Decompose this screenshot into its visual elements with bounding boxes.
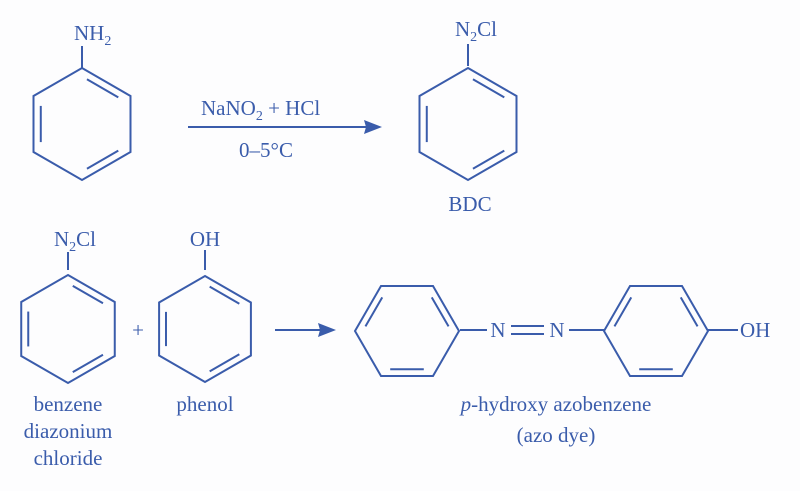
- aniline-ring: [32, 66, 132, 182]
- azo-product-sublabel: (azo dye): [517, 423, 596, 447]
- phenol-label: phenol: [176, 392, 233, 416]
- plus-sign: +: [132, 318, 144, 342]
- ring-double-bond: [613, 296, 633, 327]
- condition-label: 0–5°C: [239, 138, 293, 162]
- ring-double-bond: [472, 149, 505, 170]
- reactant1-label-line3: chloride: [34, 446, 103, 470]
- azo-left-ring: [353, 284, 461, 378]
- reagent-label: NaNO2 + HCl: [201, 96, 320, 124]
- bdc-label: BDC: [448, 192, 491, 216]
- reactant1-label-line1: benzene: [34, 392, 103, 416]
- ring-double-bond: [679, 296, 699, 327]
- arrowhead-icon: [364, 120, 382, 134]
- ring-double-bond: [430, 296, 450, 327]
- bdc-ring: [418, 66, 518, 182]
- azo-n2: N: [549, 318, 564, 342]
- azo-oh: OH: [740, 318, 770, 342]
- azo-n1: N: [490, 318, 505, 342]
- arrowhead-icon: [318, 323, 336, 337]
- ring-double-bond: [86, 149, 119, 170]
- ring-double-bond: [364, 296, 384, 327]
- ring-double-bond: [209, 353, 240, 373]
- ring-double-bond: [72, 353, 104, 374]
- reactant1-label-line2: diazonium: [24, 419, 113, 443]
- diazonium-n2cl: N2Cl: [54, 227, 96, 255]
- phenol-ring: [158, 274, 252, 384]
- ring-double-bond: [72, 284, 104, 305]
- azo-product-label: p-hydroxy azobenzene: [459, 392, 652, 416]
- ring-layer: [20, 66, 710, 385]
- ring-double-bond: [209, 285, 240, 305]
- diazonium-ring: [20, 273, 116, 385]
- phenol-oh: OH: [190, 227, 220, 251]
- ring-double-bond: [86, 78, 119, 99]
- azo-right-ring: [602, 284, 710, 378]
- bdc-n2cl: N2Cl: [455, 17, 497, 45]
- ring-double-bond: [472, 78, 505, 99]
- aniline-nh2: NH2: [74, 21, 111, 49]
